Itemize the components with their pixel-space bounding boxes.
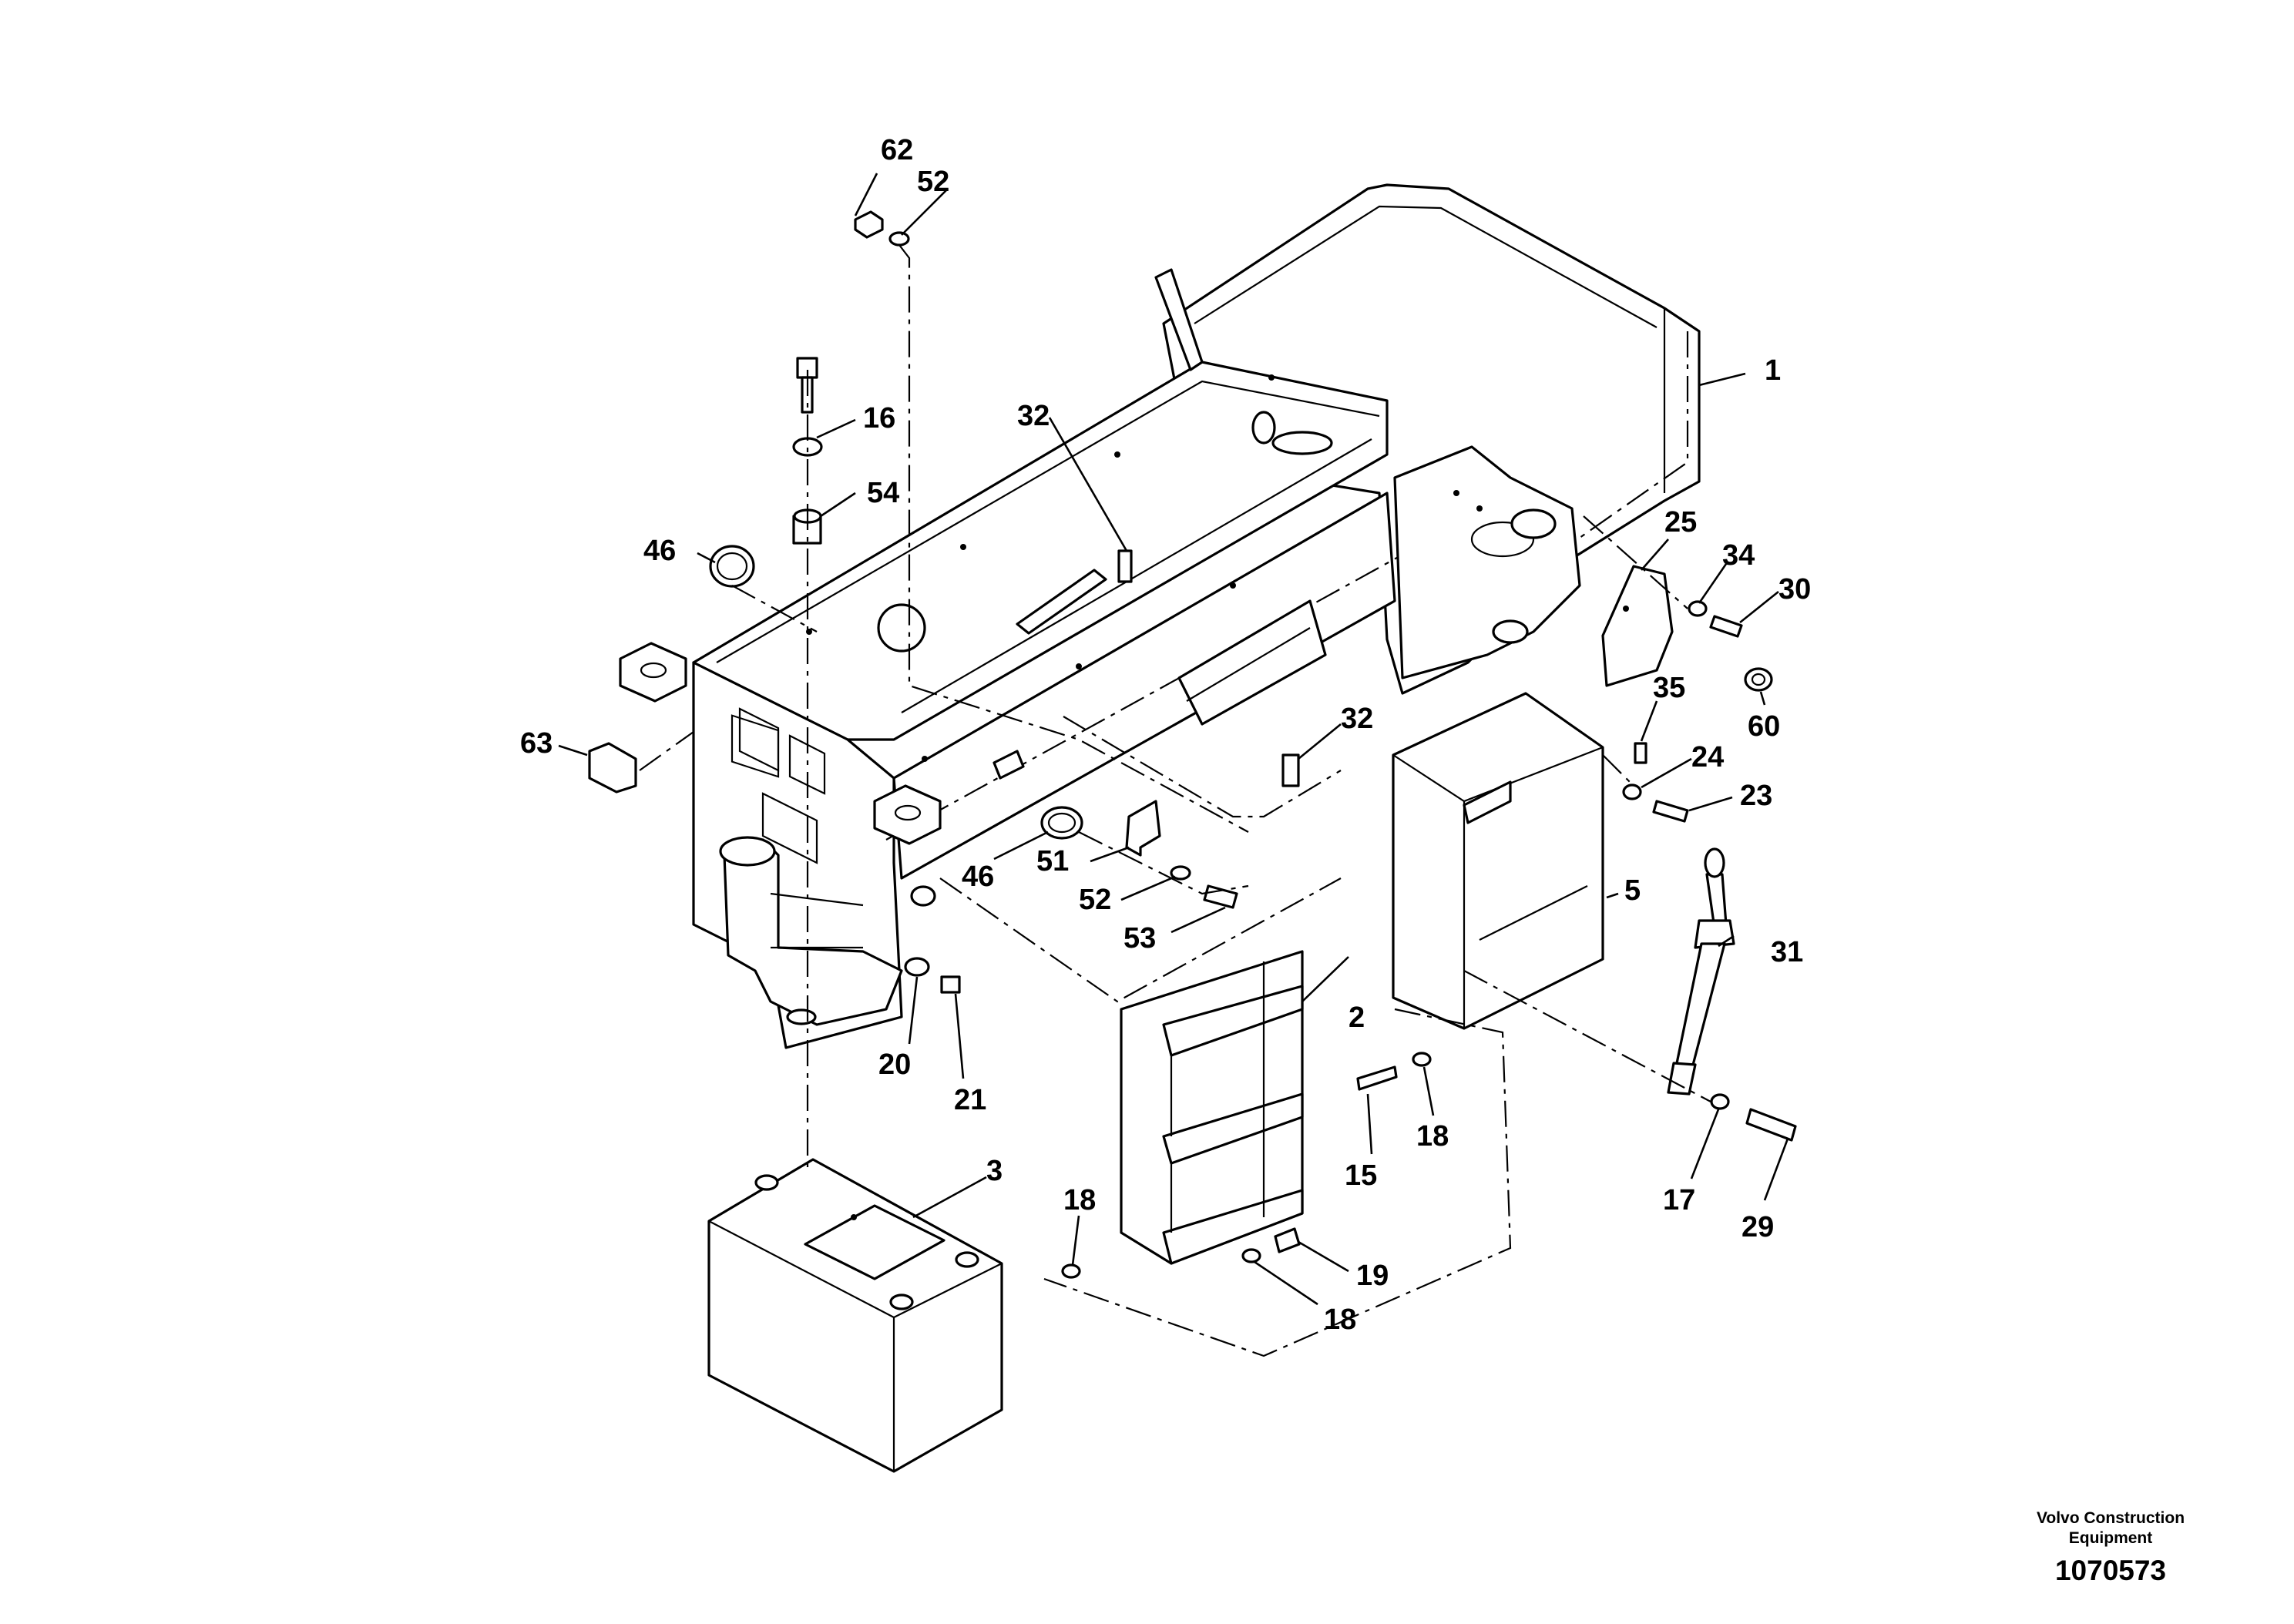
callout-23: 23 bbox=[1740, 780, 1772, 812]
callout-31: 31 bbox=[1771, 936, 1803, 968]
callout-19: 19 bbox=[1356, 1260, 1389, 1292]
callout-60: 60 bbox=[1748, 710, 1780, 743]
brand-line-2: Equipment bbox=[2068, 1529, 2153, 1547]
callout-34: 34 bbox=[1722, 539, 1755, 572]
callout-5: 5 bbox=[1624, 874, 1641, 907]
callout-52-top: 52 bbox=[917, 166, 949, 198]
callout-16: 16 bbox=[863, 402, 895, 435]
leader-lines bbox=[558, 173, 1789, 1306]
callout-25: 25 bbox=[1664, 506, 1697, 539]
callout-32-middle: 32 bbox=[1341, 703, 1373, 735]
callout-53: 53 bbox=[1123, 922, 1156, 955]
callout-18-bottom: 18 bbox=[1324, 1304, 1356, 1336]
brand-line-1: Volvo Construction bbox=[2036, 1509, 2185, 1527]
gas-strut bbox=[1667, 847, 1735, 1096]
callout-63: 63 bbox=[520, 727, 553, 760]
tool-box bbox=[1392, 692, 1604, 1030]
callout-46-top: 46 bbox=[643, 535, 676, 567]
callout-2: 2 bbox=[1349, 1002, 1365, 1034]
callout-3: 3 bbox=[986, 1155, 1003, 1187]
callout-51: 51 bbox=[1036, 845, 1069, 877]
callout-54: 54 bbox=[867, 477, 899, 509]
callout-17: 17 bbox=[1663, 1184, 1695, 1216]
callout-numbers: 1 2 3 5 15 16 17 18 18 18 19 20 21 23 24… bbox=[520, 134, 1811, 1336]
battery-box bbox=[707, 1158, 1003, 1473]
callout-46-bottom: 46 bbox=[962, 861, 994, 893]
callout-15: 15 bbox=[1345, 1159, 1377, 1192]
step-ladder bbox=[1120, 950, 1304, 1265]
callout-52-bottom: 52 bbox=[1079, 884, 1111, 916]
main-frame bbox=[619, 183, 1701, 1049]
callout-30: 30 bbox=[1778, 573, 1811, 606]
callout-62: 62 bbox=[881, 134, 913, 166]
callout-18-right: 18 bbox=[1416, 1120, 1449, 1153]
drawing-number: 1070573 bbox=[2054, 1555, 2167, 1586]
callout-21: 21 bbox=[954, 1084, 986, 1116]
callout-24: 24 bbox=[1691, 741, 1724, 773]
callout-20: 20 bbox=[878, 1049, 911, 1081]
cover-plate bbox=[1601, 565, 1674, 687]
callout-18-left: 18 bbox=[1063, 1184, 1096, 1216]
callout-29: 29 bbox=[1741, 1211, 1774, 1243]
brand-block: Volvo Construction Equipment 1070573 bbox=[1995, 1508, 2226, 1587]
callout-1: 1 bbox=[1765, 354, 1781, 387]
callout-35: 35 bbox=[1653, 672, 1685, 704]
hardware bbox=[588, 210, 1797, 1279]
assembly-lines bbox=[639, 244, 1711, 1357]
callout-32-top: 32 bbox=[1017, 400, 1050, 432]
